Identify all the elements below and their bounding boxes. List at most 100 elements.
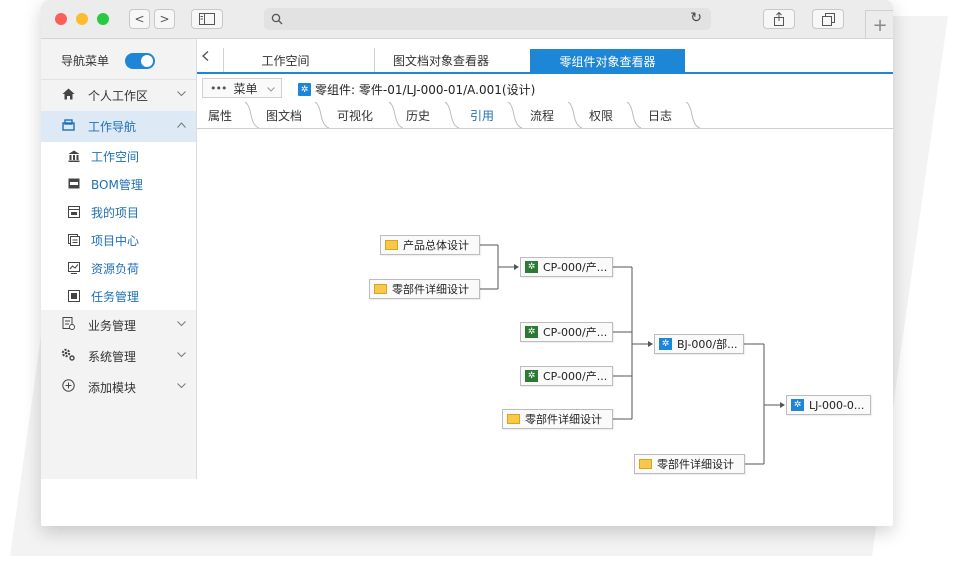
sidebar-subitem-resource-load[interactable]: 资源负荷 bbox=[41, 254, 196, 282]
browser-titlebar: < > ↻ bbox=[41, 0, 893, 39]
browser-window: < > ↻ bbox=[41, 0, 893, 526]
subtab-divider bbox=[685, 102, 701, 128]
chevron-right-icon: > bbox=[159, 12, 170, 26]
view-tabs: 工作空间 图文档对象查看器 零组件对象查看器 bbox=[197, 39, 893, 74]
home-icon bbox=[60, 88, 76, 104]
tab-component-viewer[interactable]: 零组件对象查看器 bbox=[530, 49, 685, 73]
chevron-down-icon bbox=[177, 381, 186, 392]
main-panel: 工作空间 图文档对象查看器 零组件对象查看器 ••• 菜单 ✲ 零组件: 零件-… bbox=[197, 39, 893, 479]
graph-node-label: CP-000/产... bbox=[543, 326, 608, 339]
sidebar-item-label: 系统管理 bbox=[88, 350, 137, 364]
graph-node-label: BJ-000/部... bbox=[677, 338, 738, 351]
chevron-down-icon bbox=[267, 81, 276, 95]
graph-node-label: 零部件详细设计 bbox=[392, 283, 469, 296]
sidebar-toggle-button[interactable] bbox=[191, 9, 223, 29]
subtab-7[interactable]: 日志 bbox=[647, 108, 672, 123]
chevron-down-icon bbox=[177, 89, 186, 100]
graph-node-folder[interactable]: 零部件详细设计 bbox=[634, 454, 745, 474]
menu-label: 菜单 bbox=[233, 81, 258, 96]
folder-icon bbox=[507, 414, 520, 424]
sidebar-item-label: 个人工作区 bbox=[88, 89, 149, 103]
subtab-2[interactable]: 可视化 bbox=[336, 108, 373, 123]
resource-icon bbox=[67, 262, 81, 274]
plus-icon: + bbox=[872, 14, 888, 36]
address-bar[interactable]: ↻ bbox=[264, 8, 711, 30]
project-center-icon bbox=[67, 234, 81, 246]
folder-icon bbox=[385, 240, 398, 250]
graph-node-part[interactable]: ✲CP-000/产... bbox=[520, 257, 613, 277]
minimize-window-button[interactable] bbox=[76, 13, 88, 25]
tab-workspace[interactable]: 工作空间 bbox=[223, 48, 347, 72]
arrowhead-icon bbox=[514, 264, 519, 270]
sidebar-item-add-module[interactable]: 添加模块 bbox=[41, 372, 196, 403]
menu-dropdown[interactable]: ••• 菜单 bbox=[202, 78, 282, 98]
graph-node-part[interactable]: ✲CP-000/产... bbox=[520, 322, 613, 342]
tabs-back-button[interactable] bbox=[201, 50, 209, 64]
bom-icon bbox=[67, 178, 81, 190]
tab-label: 工作空间 bbox=[261, 53, 310, 68]
sidebar-item-business-management[interactable]: 业务管理 bbox=[41, 310, 196, 341]
sidebar-subitem-my-projects[interactable]: 我的项目 bbox=[41, 198, 196, 226]
graph-node-part[interactable]: ✲CP-000/产... bbox=[520, 366, 613, 386]
graph-node-label: 零部件详细设计 bbox=[657, 458, 734, 471]
sidebar-subitem-label: 项目中心 bbox=[91, 233, 140, 248]
graph-node-label: 零部件详细设计 bbox=[525, 413, 602, 426]
graph-node-label: 产品总体设计 bbox=[403, 239, 469, 252]
sidebar-item-label: 业务管理 bbox=[88, 319, 137, 333]
graph-node-folder[interactable]: 产品总体设计 bbox=[380, 235, 480, 255]
nav-menu-toggle[interactable] bbox=[125, 53, 155, 69]
sidebar-subitem-workspace[interactable]: 工作空间 bbox=[41, 142, 196, 170]
subtab-5[interactable]: 流程 bbox=[529, 108, 554, 123]
arrowhead-icon bbox=[780, 402, 785, 408]
graph-node-assembly[interactable]: ✲LJ-000-0... bbox=[786, 395, 871, 415]
subtab-3[interactable]: 历史 bbox=[405, 108, 430, 123]
subtab-divider bbox=[567, 102, 583, 128]
chevron-down-icon bbox=[177, 350, 186, 361]
graph-node-folder[interactable]: 零部件详细设计 bbox=[369, 279, 480, 299]
sidebar-subitem-task-management[interactable]: 任务管理 bbox=[41, 282, 196, 310]
sidebar-subitem-label: 我的项目 bbox=[91, 205, 140, 220]
subtab-0[interactable]: 属性 bbox=[207, 108, 232, 123]
graph-node-assembly[interactable]: ✲ BJ-000/部... bbox=[654, 334, 744, 354]
subtab-divider bbox=[314, 102, 330, 128]
back-button[interactable]: < bbox=[129, 9, 150, 29]
graph-node-label: LJ-000-0... bbox=[809, 398, 865, 412]
tabs-icon bbox=[821, 12, 835, 26]
share-button[interactable] bbox=[763, 9, 795, 29]
new-tab-button[interactable]: + bbox=[865, 10, 893, 39]
tab-label: 图文档对象查看器 bbox=[392, 53, 489, 68]
part-icon: ✲ bbox=[525, 370, 538, 382]
sidebar-subitem-label: BOM管理 bbox=[91, 177, 143, 192]
object-toolbar: ••• 菜单 ✲ 零组件: 零件-01/LJ-000-01/A.001(设计) bbox=[197, 74, 893, 100]
project-icon bbox=[67, 206, 81, 218]
detail-subtabs: 属性 图文档 可视化 历史 引用 流程 权限 日志 bbox=[197, 102, 893, 129]
sidebar-item-system-management[interactable]: 系统管理 bbox=[41, 341, 196, 372]
subtab-divider bbox=[626, 102, 642, 128]
more-icon: ••• bbox=[210, 81, 227, 95]
sidebar-subitem-project-center[interactable]: 项目中心 bbox=[41, 226, 196, 254]
sidebar-item-personal-workspace[interactable]: 个人工作区 bbox=[41, 80, 196, 111]
tab-document-viewer[interactable]: 图文档对象查看器 bbox=[374, 48, 507, 72]
chevron-down-icon bbox=[177, 319, 186, 330]
forward-button[interactable]: > bbox=[154, 9, 175, 29]
graph-node-folder[interactable]: 零部件详细设计 bbox=[502, 409, 613, 429]
reload-icon[interactable]: ↻ bbox=[690, 10, 702, 26]
workspace-icon bbox=[67, 150, 81, 162]
subtab-divider bbox=[244, 102, 260, 128]
navigation-icon bbox=[60, 118, 76, 135]
subtab-divider bbox=[444, 102, 460, 128]
subtab-6[interactable]: 权限 bbox=[588, 108, 613, 123]
close-window-button[interactable] bbox=[55, 13, 67, 25]
tabs-overview-button[interactable] bbox=[812, 9, 844, 29]
zoom-window-button[interactable] bbox=[97, 13, 109, 25]
folder-icon bbox=[374, 284, 387, 294]
subtab-4[interactable]: 引用 bbox=[469, 108, 494, 123]
chevron-up-icon bbox=[177, 120, 186, 131]
assembly-icon: ✲ bbox=[659, 338, 672, 350]
sidebar-item-work-navigation[interactable]: 工作导航 bbox=[41, 111, 196, 142]
nav-header: 导航菜单 bbox=[41, 39, 196, 80]
graph-edges bbox=[480, 244, 785, 465]
sidebar-subitem-bom[interactable]: BOM管理 bbox=[41, 170, 196, 198]
chevron-left-icon: < bbox=[134, 12, 145, 26]
subtab-1[interactable]: 图文档 bbox=[265, 108, 302, 123]
